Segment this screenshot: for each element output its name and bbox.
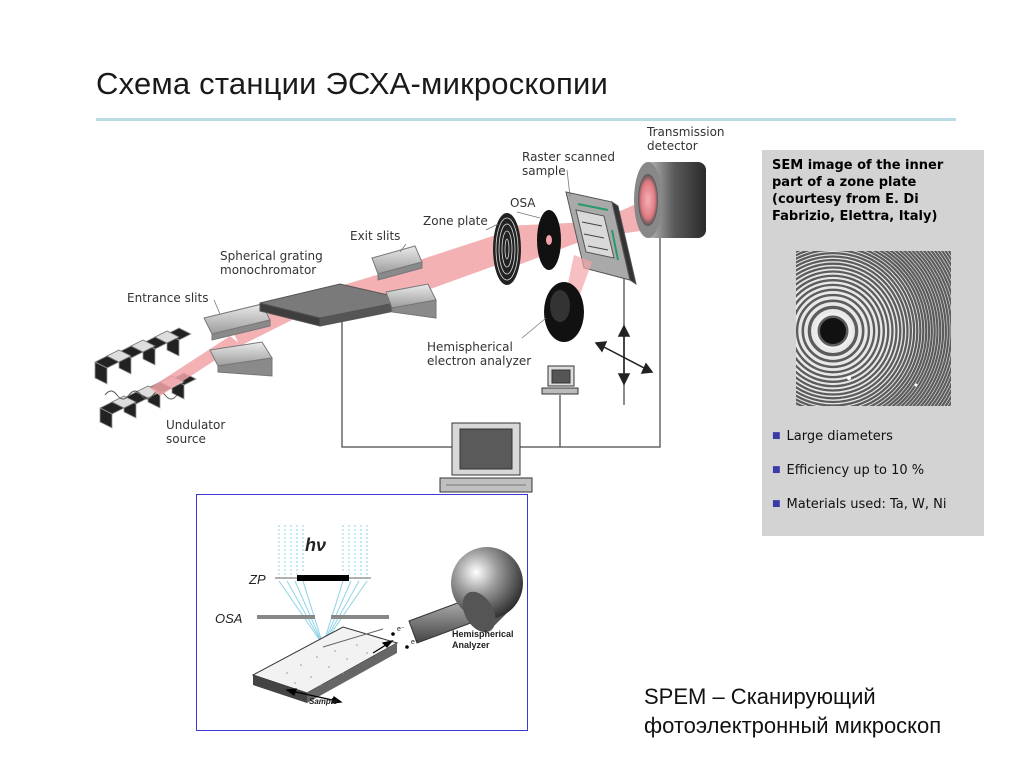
inset-label-zp: ZP (249, 572, 266, 587)
inset-sample (251, 626, 399, 703)
zone-plate-ring (796, 264, 900, 398)
small-monitor-icon (541, 365, 579, 395)
inset-label-osa: OSA (215, 611, 243, 626)
raster-sample (565, 191, 637, 286)
zone-plate-ring (796, 291, 873, 371)
zone-plate-ring (796, 257, 907, 405)
incident-beam (278, 525, 368, 581)
label-undulator: Undulator source (166, 418, 226, 446)
label-osa: OSA (510, 196, 536, 210)
zone-plate-ring (796, 268, 896, 394)
sem-caption: SEM image of the inner part of a zone pl… (772, 158, 944, 224)
zone-plate-sem-image (796, 251, 951, 406)
label-analyzer: Hemispherical electron analyzer (427, 340, 532, 368)
spem-inset-svg (251, 525, 523, 704)
transmission-detector (634, 162, 706, 238)
zone-plate-ring (796, 254, 910, 406)
label-entrance-slits: Entrance slits (127, 291, 209, 305)
zone-plate-ring (796, 281, 883, 381)
entrance-slits (203, 303, 273, 377)
exit-slits (371, 245, 437, 319)
bullet-icon: ■ (772, 499, 781, 509)
zone-plate-ring (796, 251, 917, 406)
computer-icon (439, 422, 533, 493)
inset-scan-arrows (285, 640, 394, 704)
zone-plate-ring (796, 251, 914, 406)
zone-plate-info-panel: SEM image of the inner part of a zone pl… (762, 150, 984, 536)
zone-plate-ring (914, 251, 948, 406)
zone-plate-ring (918, 251, 951, 406)
inset-label-electron-2: e⁻ (411, 639, 419, 646)
undulator-magnets (94, 327, 197, 429)
zone-plate-ring (870, 251, 923, 406)
inset-label-hv: hν (305, 535, 327, 555)
bullet-item: ■Large diameters (772, 429, 893, 444)
title-divider (96, 118, 956, 121)
zone-plate-facts: ■Large diameters ■Efficiency up to 10 % … (772, 428, 982, 530)
bullet-item: ■Materials used: Ta, W, Ni (772, 497, 947, 512)
zone-plate-ring (804, 302, 862, 360)
osa-aperture (537, 210, 561, 270)
zone-plate-ring (888, 251, 931, 406)
inset-analyzer (408, 547, 523, 644)
bullet-icon: ■ (772, 431, 781, 441)
zone-plate-ring (798, 296, 868, 366)
zone-plate-ring (892, 251, 934, 406)
page-title: Схема станции ЭСХА-микроскопии (96, 66, 609, 101)
electron-analyzer (544, 255, 592, 342)
inset-zone-plate (297, 575, 349, 581)
label-raster-sample: Raster scanned sample (522, 150, 615, 178)
zone-plate-ring (796, 276, 888, 386)
zone-plate-ring (877, 251, 926, 406)
bullet-item: ■Efficiency up to 10 % (772, 463, 925, 478)
leader-lines (213, 169, 571, 339)
zone-plate-ring (910, 251, 945, 406)
zone-plate-ring (811, 309, 855, 353)
spem-caption: SPEM – Сканирующий фотоэлектронный микро… (644, 684, 942, 738)
zone-plate-ring (796, 261, 903, 401)
zone-plate-ring (906, 251, 942, 406)
inset-label-analyzer: Hemispherical Analyzer (452, 629, 514, 650)
bullet-icon: ■ (772, 465, 781, 475)
label-zone-plate: Zone plate (423, 214, 488, 228)
scan-arrows-icon (594, 324, 654, 386)
zone-plate-ring (796, 251, 920, 406)
label-transmission-detector: Transmission detector (647, 125, 725, 153)
label-exit-slits: Exit slits (350, 229, 401, 243)
label-grating: Spherical grating monochromator (220, 249, 323, 277)
electron-markers (391, 632, 409, 649)
zone-plate-ring (796, 272, 892, 390)
zone-plate-ring (897, 251, 937, 406)
zone-plate-ring (883, 251, 928, 406)
inset-label-electron-1: e⁻ (397, 626, 405, 633)
zone-plate-ring (796, 286, 878, 376)
inset-label-sample: Sample (309, 697, 338, 706)
spem-inset-diagram: hν ZP OSA e⁻ e⁻ Hemispherical Analyzer S… (196, 494, 528, 731)
inset-osa (257, 615, 315, 619)
zone-plate (493, 213, 521, 285)
zone-plate-ring (901, 251, 940, 406)
